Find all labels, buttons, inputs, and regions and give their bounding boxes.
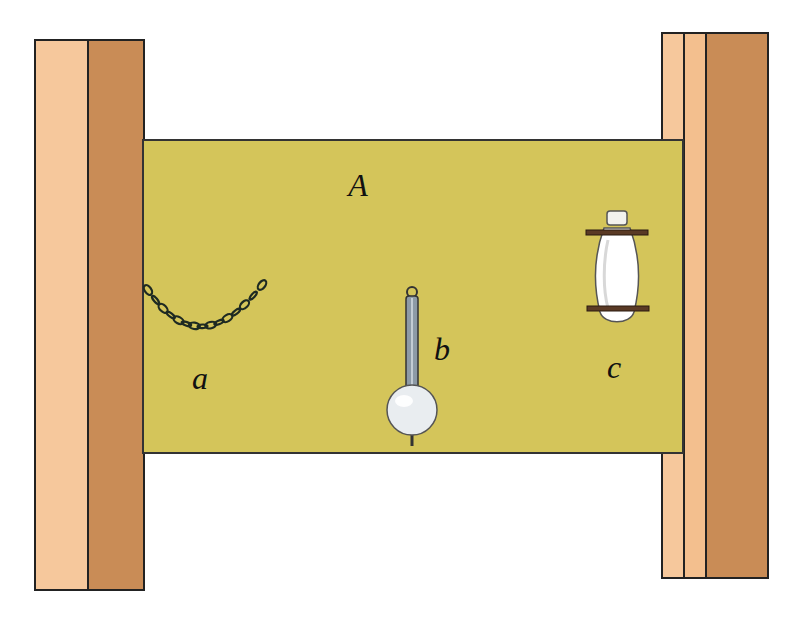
board (143, 140, 683, 453)
part-label: b (434, 333, 450, 365)
part-label: a (192, 362, 208, 394)
chain-link (231, 308, 241, 317)
left-post (35, 40, 144, 590)
chain-link (256, 279, 268, 292)
bottle (586, 211, 649, 322)
pendulum (387, 287, 437, 446)
chain-link (142, 284, 154, 297)
chain-link (249, 291, 258, 301)
board: A (143, 140, 683, 453)
chain-link (238, 299, 250, 311)
part-label: A (348, 169, 368, 201)
chain (142, 279, 268, 330)
part-label: c (607, 351, 621, 383)
